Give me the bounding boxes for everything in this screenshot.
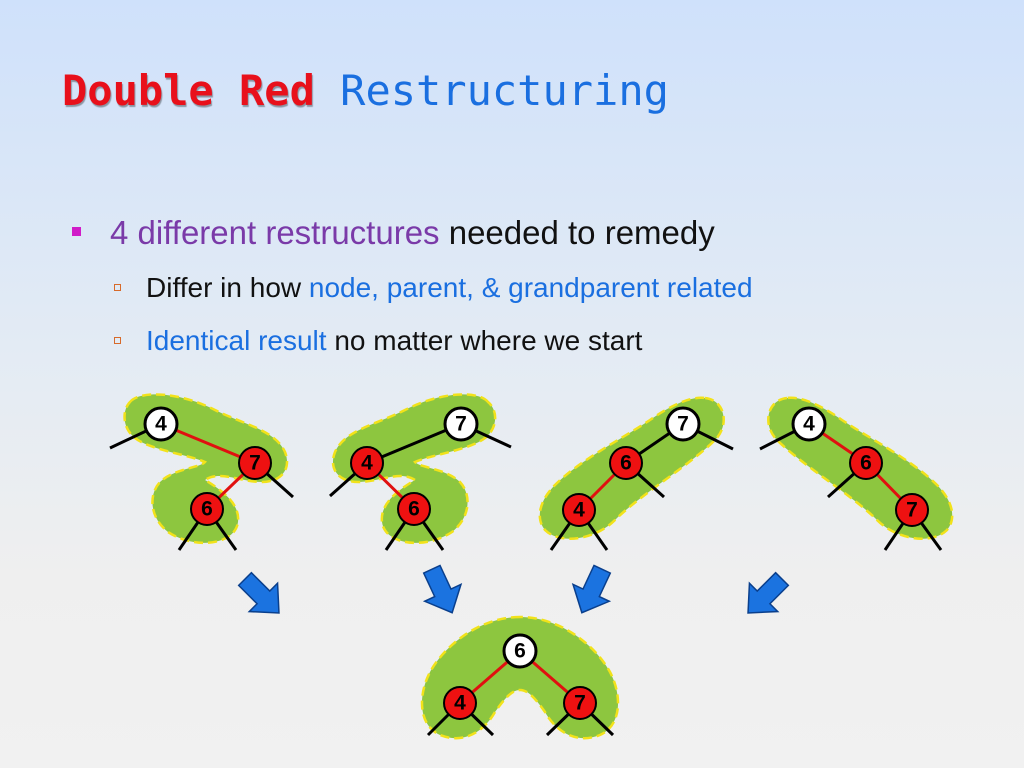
svg-text:7: 7: [574, 692, 586, 715]
title-double-red: Double Red: [62, 66, 315, 115]
case-3-node-3: 4: [562, 493, 596, 527]
svg-text:4: 4: [361, 452, 373, 475]
bullet-restructures-rest: needed to remedy: [439, 214, 715, 251]
svg-text:6: 6: [620, 452, 632, 475]
case-1-node-3: 6: [190, 492, 224, 526]
result-node-2: 4: [443, 686, 477, 720]
sub-bullet-marker: [114, 337, 121, 344]
svg-text:4: 4: [454, 692, 466, 715]
svg-text:6: 6: [514, 640, 526, 663]
svg-text:6: 6: [408, 498, 420, 521]
sub-bullet-differ-plain: Differ in how: [146, 272, 309, 303]
case-1-node-2: 7: [238, 446, 272, 480]
case-1-node-1: 4: [143, 406, 179, 442]
case-3-node-1: 7: [665, 406, 701, 442]
svg-text:4: 4: [803, 413, 815, 436]
bullet-restructures-highlight: 4 different restructures: [110, 214, 440, 251]
svg-text:7: 7: [677, 413, 689, 436]
result-tree: 6 4 7: [420, 615, 620, 740]
bullet-marker: [72, 227, 81, 236]
case-4-node-3: 7: [895, 493, 929, 527]
svg-text:7: 7: [906, 499, 918, 522]
case-3-node-2: 6: [609, 446, 643, 480]
down-arrow-icon: [237, 571, 280, 614]
case-3-tree: 7 6 4: [538, 396, 734, 551]
sub-bullet-marker: [114, 284, 121, 291]
case-4-tree: 4 6 7: [759, 396, 954, 551]
result-node-1: 6: [502, 633, 538, 669]
case-4-node-1: 4: [791, 406, 827, 442]
sub-bullet-identical-rest: no matter where we start: [326, 325, 643, 356]
svg-text:4: 4: [573, 499, 585, 522]
svg-text:7: 7: [249, 452, 261, 475]
case-4-node-2: 6: [849, 446, 883, 480]
down-arrow-icon: [747, 571, 790, 614]
sub-bullet-differ-highlight: node, parent, & grandparent related: [308, 272, 753, 303]
down-arrow-icon: [571, 564, 612, 614]
case-1-tree: 4 7 6: [109, 393, 295, 551]
svg-text:7: 7: [455, 413, 467, 436]
down-arrow-icon: [422, 564, 463, 614]
svg-text:6: 6: [860, 452, 872, 475]
sub-bullet-identical-highlight: Identical result: [146, 325, 327, 356]
svg-text:4: 4: [155, 413, 167, 436]
slide-title: Double Red Restructuring: [62, 70, 669, 112]
case-2-tree: 7 4 6: [329, 393, 512, 551]
case-2-node-2: 4: [350, 446, 384, 480]
title-restructuring: Restructuring: [340, 66, 669, 115]
case-2-node-3: 6: [397, 492, 431, 526]
svg-text:6: 6: [201, 498, 213, 521]
case-2-node-1: 7: [443, 406, 479, 442]
result-node-3: 7: [563, 686, 597, 720]
